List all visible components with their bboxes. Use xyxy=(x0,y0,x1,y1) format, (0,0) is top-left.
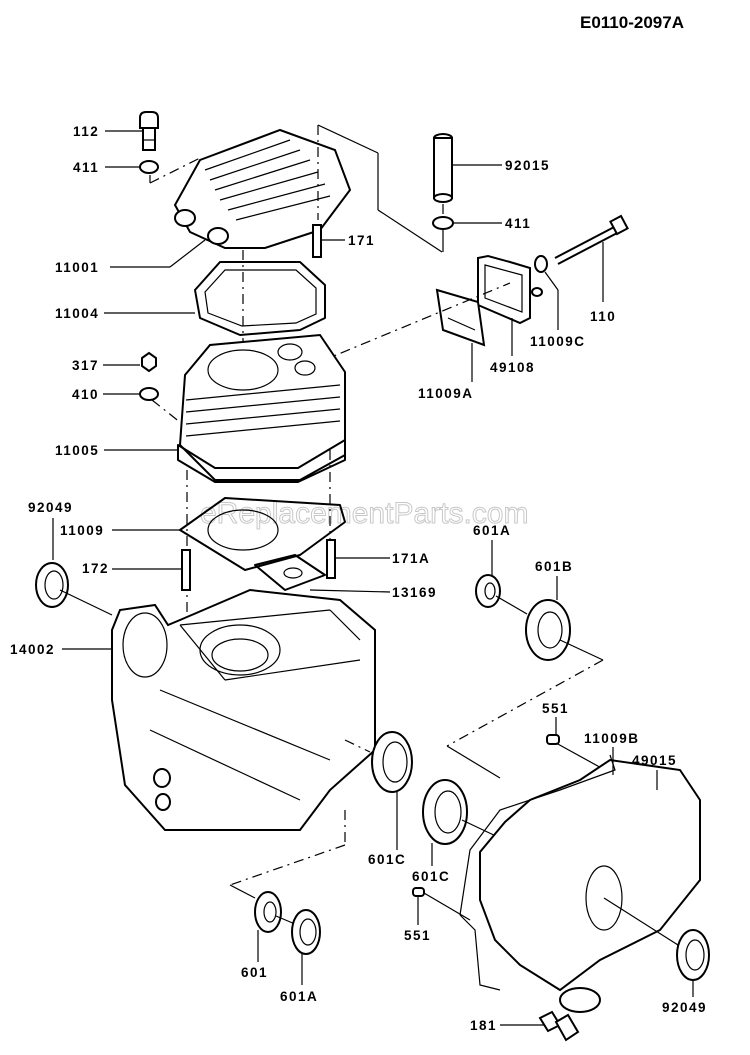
washer-11009c-icon[interactable] xyxy=(534,255,548,273)
label-601a-lower[interactable]: 601A xyxy=(280,989,318,1004)
bearing-601b-icon[interactable] xyxy=(525,599,571,661)
label-11001[interactable]: 11001 xyxy=(55,260,99,275)
dowel-551-top-icon[interactable] xyxy=(546,734,560,745)
label-49108[interactable]: 49108 xyxy=(490,360,535,375)
stud-171-icon[interactable] xyxy=(312,224,322,258)
breather-plate-49108-icon[interactable] xyxy=(477,254,531,325)
label-172[interactable]: 172 xyxy=(82,561,109,576)
label-171[interactable]: 171 xyxy=(348,233,375,248)
drain-plug-181-icon[interactable] xyxy=(538,1010,580,1042)
label-411-head[interactable]: 411 xyxy=(73,160,99,175)
washer-410-icon[interactable] xyxy=(139,387,159,401)
label-11009[interactable]: 11009 xyxy=(60,523,104,538)
label-11009c[interactable]: 11009C xyxy=(530,334,586,349)
knock-pin-92015-icon[interactable] xyxy=(433,133,453,203)
gasket-13169-icon[interactable] xyxy=(254,554,326,591)
bearing-601-icon[interactable] xyxy=(254,891,282,933)
label-601c-left[interactable]: 601C xyxy=(368,852,406,867)
cover-gasket-11009b-icon[interactable] xyxy=(459,754,616,991)
bolt-110-icon[interactable] xyxy=(554,214,629,265)
label-410[interactable]: 410 xyxy=(72,387,99,402)
oil-seal-92049-right-icon[interactable] xyxy=(676,929,710,981)
label-601b[interactable]: 601B xyxy=(535,559,573,574)
washer-411-icon[interactable] xyxy=(139,160,159,174)
label-11009a[interactable]: 11009A xyxy=(418,386,474,401)
label-112[interactable]: 112 xyxy=(73,124,99,139)
label-92049-left[interactable]: 92049 xyxy=(28,500,73,515)
bearing-601a-lower-icon[interactable] xyxy=(291,909,321,955)
label-601c-right[interactable]: 601C xyxy=(412,869,450,884)
label-13169[interactable]: 13169 xyxy=(392,585,437,600)
bearing-601a-upper-icon[interactable] xyxy=(475,574,501,608)
crankcase-14002-icon[interactable] xyxy=(111,588,376,831)
watermark: eReplacementParts.com xyxy=(200,497,528,530)
breather-gasket-11009a-icon[interactable] xyxy=(435,288,486,347)
cylinder-head-11001-icon[interactable] xyxy=(173,128,352,249)
stud-172-icon[interactable] xyxy=(181,549,191,591)
label-92049-right[interactable]: 92049 xyxy=(662,1000,707,1015)
label-317[interactable]: 317 xyxy=(72,358,99,373)
bearing-601c-right-icon[interactable] xyxy=(422,779,468,845)
label-171a[interactable]: 171A xyxy=(392,551,430,566)
dowel-551-bottom-icon[interactable] xyxy=(412,887,425,897)
label-11009b[interactable]: 11009B xyxy=(584,731,640,746)
cylinder-11005-icon[interactable] xyxy=(177,333,346,483)
label-601a-upper[interactable]: 601A xyxy=(473,523,511,538)
stud-171a-icon[interactable] xyxy=(326,539,336,579)
washer-411-pin-icon[interactable] xyxy=(432,216,454,230)
label-92015[interactable]: 92015 xyxy=(505,158,550,173)
bearing-601c-left-icon[interactable] xyxy=(371,731,413,793)
label-551-bottom[interactable]: 551 xyxy=(404,928,431,943)
label-49015[interactable]: 49015 xyxy=(632,753,677,768)
cylinder-gasket-11009-icon[interactable] xyxy=(179,497,346,571)
head-gasket-11004-icon[interactable] xyxy=(194,261,326,336)
bolt-112-icon[interactable] xyxy=(139,111,159,151)
label-551-top[interactable]: 551 xyxy=(542,701,569,716)
label-14002[interactable]: 14002 xyxy=(10,642,55,657)
label-601[interactable]: 601 xyxy=(241,965,268,980)
label-411-pin[interactable]: 411 xyxy=(505,216,531,231)
diagram-reference-code: E0110-2097A xyxy=(580,13,684,32)
label-181[interactable]: 181 xyxy=(470,1018,497,1033)
nut-317-icon[interactable] xyxy=(141,351,157,373)
label-11005[interactable]: 11005 xyxy=(55,443,99,458)
label-11004[interactable]: 11004 xyxy=(55,306,99,321)
oil-seal-92049-left-icon[interactable] xyxy=(35,562,69,608)
label-110[interactable]: 110 xyxy=(590,309,616,324)
crankcase-cover-49015-icon[interactable] xyxy=(479,758,701,1013)
